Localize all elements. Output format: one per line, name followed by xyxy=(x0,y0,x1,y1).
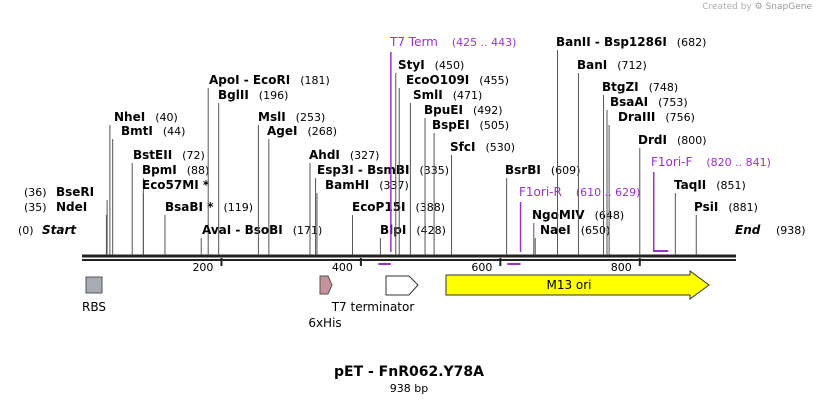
site-position: (36) xyxy=(24,186,47,199)
site-position: (756) xyxy=(665,111,695,124)
axis-tick-label: 800 xyxy=(611,261,632,274)
snapgene-logo-icon: ⚙ xyxy=(754,2,763,12)
site-label-ahdi: AhdI xyxy=(309,148,340,162)
site-position: (881) xyxy=(728,201,758,214)
site-position: (682) xyxy=(677,36,707,49)
rbs-label: RBS xyxy=(82,300,106,314)
site-position: (455) xyxy=(479,74,509,87)
site-position: (268) xyxy=(307,125,337,138)
site-label-bseri: BseRI xyxy=(56,185,94,199)
axis-tick-label: 600 xyxy=(471,261,492,274)
site-position: (450) xyxy=(435,59,465,72)
credit-brand: SnapGene xyxy=(765,2,812,12)
site-label-styi: StyI xyxy=(398,58,425,72)
site-position: (72) xyxy=(182,149,205,162)
site-label-smli: SmlI xyxy=(413,88,443,102)
site-label-ecoo109i: EcoO109I xyxy=(406,73,469,87)
site-label-baniibsp1286i: BanII - Bsp1286I xyxy=(556,35,667,49)
site-label-draiii: DraIII xyxy=(618,110,655,124)
site-position: (851) xyxy=(716,179,746,192)
site-label-nhei: NheI xyxy=(114,110,145,124)
map-title: pET - FnR062.Y78A xyxy=(333,364,484,380)
site-label-bglii: BglII xyxy=(218,88,249,102)
site-label-taqii: TaqII xyxy=(674,178,706,192)
6xhis-feature xyxy=(319,275,333,295)
site-position: (119) xyxy=(223,201,253,214)
site-position: (650) xyxy=(581,224,611,237)
site-label-bspei: BspEI xyxy=(432,118,470,132)
site-label-bpmi: BpmI xyxy=(142,163,177,177)
site-label-sfci: SfcI xyxy=(450,140,475,154)
site-label-avaibsobi: AvaI - BsoBI xyxy=(202,223,283,237)
site-position: (800) xyxy=(677,134,707,147)
site-position: (327) xyxy=(350,149,380,162)
site-label-blpi: BlpI xyxy=(380,223,406,237)
site-label-eco57mi: Eco57MI * xyxy=(142,178,210,192)
map-length: 938 bp xyxy=(389,382,429,395)
site-label-bsteii: BstEII xyxy=(133,148,172,162)
site-label-ecop15i: EcoP15I xyxy=(352,200,406,214)
t7-terminator-feature xyxy=(385,275,419,296)
credit-prefix: Created by xyxy=(702,2,752,12)
site-label-psii: PsiI xyxy=(694,200,718,214)
site-position: (505) xyxy=(480,119,510,132)
site-position: (88) xyxy=(187,164,210,177)
primer-label: T7 Term xyxy=(389,35,438,49)
site-label-bsaai: BsaAI xyxy=(610,95,648,109)
site-position: (530) xyxy=(485,141,515,154)
site-position: (40) xyxy=(155,111,178,124)
site-label-naei: NaeI xyxy=(540,223,571,237)
site-position: (428) xyxy=(416,224,446,237)
site-label-drdi: DrdI xyxy=(638,133,667,147)
primer-range: (610 .. 629) xyxy=(576,186,641,199)
site-label-ngomiv: NgoMIV xyxy=(532,208,585,222)
end-position: (938) xyxy=(776,224,806,237)
start-position: (0) xyxy=(18,224,34,237)
primer-range: (820 .. 841) xyxy=(706,156,771,169)
site-label-esp3ibsmbi: Esp3I - BsmBI xyxy=(317,163,409,177)
axis-tick-label: 200 xyxy=(192,261,213,274)
primer-range: (425 .. 443) xyxy=(452,36,517,49)
site-label-bamhi: BamHI xyxy=(325,178,369,192)
m13-ori-feature xyxy=(445,270,710,300)
primer-label: F1ori-F xyxy=(651,155,692,169)
site-position: (712) xyxy=(617,59,647,72)
end-label: End xyxy=(735,223,761,237)
m13-ori-label: M13 ori xyxy=(546,278,591,292)
site-position: (609) xyxy=(551,164,581,177)
site-position: (44) xyxy=(163,125,186,138)
site-position: (196) xyxy=(259,89,289,102)
rbs-feature xyxy=(85,276,103,294)
site-position: (471) xyxy=(453,89,483,102)
site-label-apoiecori: ApoI - EcoRI xyxy=(209,73,290,87)
start-label: Start xyxy=(42,223,77,237)
t7-terminator-label: T7 terminator xyxy=(331,300,415,314)
site-label-msli: MslI xyxy=(258,110,286,124)
site-label-bpuei: BpuEI xyxy=(424,103,463,117)
site-label-ndei: NdeI xyxy=(56,200,87,214)
site-position: (253) xyxy=(296,111,326,124)
site-position: (171) xyxy=(293,224,323,237)
site-position: (181) xyxy=(300,74,330,87)
6xhis-label: 6xHis xyxy=(308,316,341,330)
primer-label: F1ori-R xyxy=(519,185,562,199)
site-position: (748) xyxy=(649,81,679,94)
site-label-bani: BanI xyxy=(577,58,607,72)
site-label-agei: AgeI xyxy=(267,124,297,138)
site-position: (35) xyxy=(24,201,47,214)
axis-tick-label: 400 xyxy=(332,261,353,274)
site-label-bsrbi: BsrBI xyxy=(505,163,541,177)
snapgene-credit: Created by ⚙ SnapGene xyxy=(702,2,812,12)
site-label-btgzi: BtgZI xyxy=(602,80,639,94)
site-label-bsabi: BsaBI * xyxy=(165,200,214,214)
site-label-bmti: BmtI xyxy=(121,124,153,138)
site-position: (388) xyxy=(416,201,446,214)
site-position: (337) xyxy=(379,179,409,192)
site-position: (492) xyxy=(473,104,503,117)
site-position: (753) xyxy=(658,96,688,109)
